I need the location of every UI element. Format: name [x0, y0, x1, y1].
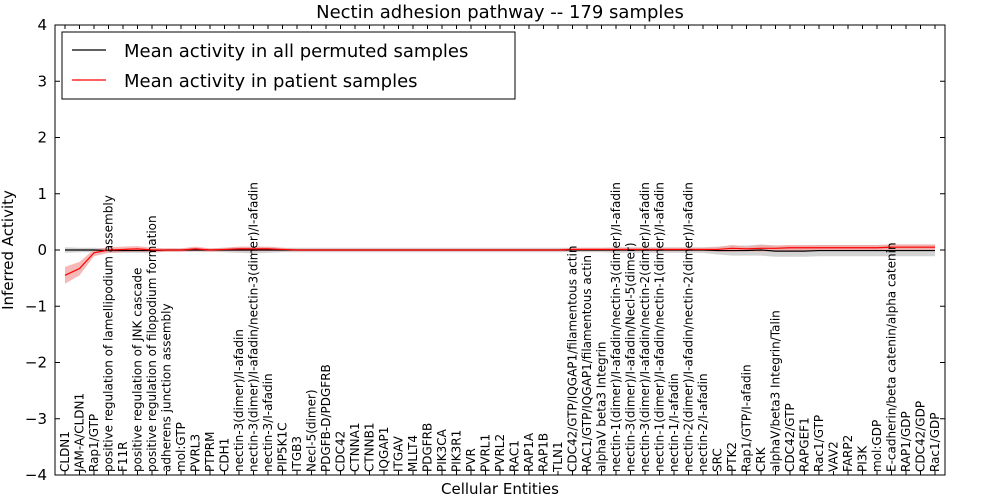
category-label: Rac1/GDP [928, 413, 942, 472]
x-ticks [64, 25, 936, 475]
legend: Mean activity in all permuted samples Me… [61, 31, 516, 100]
y-tick-label: 4 [37, 16, 47, 34]
category-label: RAP1A [522, 432, 536, 472]
category-label: positive regulation of lamellipodium ass… [102, 195, 116, 472]
category-label: nectin-2(dimer)/I-afadin/nectin-2(dimer)… [682, 182, 696, 472]
legend-label-permuted: Mean activity in all permuted samples [124, 41, 468, 62]
y-tick-label: 0 [37, 241, 47, 259]
category-label: CDC42/GTP [783, 403, 797, 472]
category-label: PDGFB-D/PDGFRB [319, 364, 333, 472]
category-label: positive regulation of JNK cascade [131, 268, 145, 472]
category-label: positive regulation of filopodium format… [145, 215, 159, 472]
y-tick-label: −1 [25, 297, 47, 315]
lines-layer [64, 246, 935, 276]
category-label: VAV2 [827, 441, 841, 472]
legend-box [61, 31, 516, 100]
category-label: RAP1B [537, 433, 551, 472]
chart-title: Nectin adhesion pathway -- 179 samples [316, 2, 684, 23]
category-label: nectin-3(dimer)/I-afadin/Necl-5(dimer) [624, 242, 638, 472]
x-axis-label: Cellular Entities [441, 480, 559, 498]
category-label: CTNNB1 [363, 422, 377, 472]
category-label: nectin-1(dimer)/I-afadin/nectin-3(dimer)… [609, 182, 623, 472]
category-label: ITGAV [392, 435, 406, 472]
y-axis-label: Inferred Activity [0, 190, 17, 310]
category-label: Rap1/GTP/I-afadin [740, 364, 754, 472]
category-label: PTPRM [203, 432, 217, 473]
category-label: RAC1 [508, 440, 522, 472]
category-label: PVRL2 [493, 434, 507, 472]
category-label: alphaV beta3 Integrin [595, 341, 609, 472]
category-label: nectin-3/I-afadin [261, 373, 275, 472]
category-label: TLN1 [551, 441, 565, 473]
series-line-1 [64, 246, 935, 276]
category-label: SRC [711, 448, 725, 472]
y-tick-label: 3 [37, 72, 47, 90]
category-label: E-cadherin/beta catenin/alpha catenin [885, 242, 899, 472]
y-tick-label: −2 [25, 354, 47, 372]
category-label: CDC42 [334, 431, 348, 472]
category-label: PIP5K1C [276, 422, 290, 472]
legend-label-patient: Mean activity in patient samples [124, 71, 418, 92]
category-label: CTNNA1 [348, 422, 362, 472]
category-label: FARP2 [841, 435, 855, 472]
category-label: PTK2 [725, 442, 739, 472]
category-label: IQGAP1 [377, 427, 391, 472]
category-label: JAM-A/CLDN1 [73, 393, 87, 473]
category-label: RAPGEF1 [798, 417, 812, 472]
category-label: nectin-1(dimer)/I-afadin/nectin-1(dimer)… [653, 182, 667, 472]
category-label: CDH1 [218, 438, 232, 472]
category-label: PVRL1 [479, 434, 493, 472]
y-tick-label: −3 [25, 410, 47, 428]
category-label: MLLT4 [406, 435, 420, 472]
category-label: Rac1/GTP [812, 415, 826, 472]
category-label: Necl-5(dimer) [305, 389, 319, 472]
category-label: PDGFRB [421, 423, 435, 472]
category-label: CDC42/GDP [914, 401, 928, 472]
category-label: nectin-1/I-afadin [667, 373, 681, 472]
category-label: alphaV/beta3 Integrin/Talin [769, 310, 783, 472]
category-label: F11R [116, 441, 130, 472]
y-tick-label: 1 [37, 185, 47, 203]
category-label: nectin-3(dimer)/I-afadin/nectin-3(dimer)… [247, 182, 261, 472]
category-label: mol:GDP [870, 420, 884, 472]
category-label: mol:GTP [174, 422, 188, 472]
category-label: adherens junction assembly [160, 303, 174, 472]
category-label: CLDN1 [58, 431, 72, 472]
category-label: CRK [754, 446, 768, 472]
category-label: PVR [464, 448, 478, 472]
category-label: nectin-2/I-afadin [696, 373, 710, 472]
category-label: PVRL3 [189, 434, 203, 472]
category-label: CDC42/GTP/IQGAP1/filamentous actin [566, 246, 580, 472]
category-label: PIK3R1 [450, 430, 464, 472]
category-label: nectin-3(dimer)/I-afadin/nectin-2(dimer)… [638, 182, 652, 472]
category-label: RAC1/GTP/IQGAP1/filamentous actin [580, 255, 594, 472]
y-tick-label: 2 [37, 129, 47, 147]
y-tick-label: −4 [25, 466, 47, 484]
category-label: PI3K [856, 445, 870, 472]
category-label: Rap1/GTP [87, 414, 101, 472]
y-ticks: −4 −3 −2 −1 0 1 2 3 4 [25, 16, 945, 484]
plot-frame [54, 24, 946, 476]
category-label: ITGB3 [290, 436, 304, 472]
category-label: nectin-3(dimer)/I-afadin [232, 329, 246, 472]
category-label: PIK3CA [435, 428, 449, 472]
category-label: RAP1/GDP [899, 411, 913, 472]
